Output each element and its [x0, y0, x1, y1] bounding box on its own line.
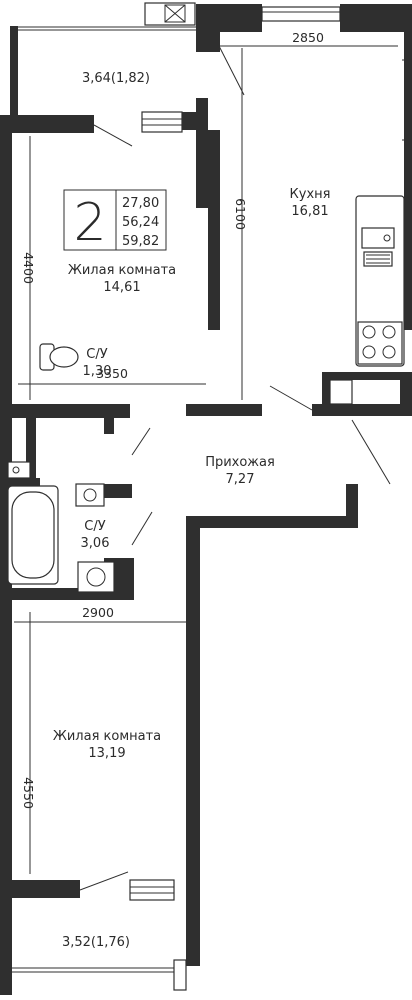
living1-name: Жилая комната [68, 263, 176, 278]
summary-box: 2 27,80 56,24 59,82 [63, 189, 167, 253]
living1-area: 14,61 [103, 280, 140, 295]
kitchen-name: Кухня [290, 187, 331, 202]
kitchen-area: 16,81 [291, 204, 328, 219]
area-living: 27,80 [122, 196, 159, 211]
living1-height-label: 4400 [21, 252, 36, 284]
kitchen-fixtures [355, 195, 405, 367]
area-total: 56,24 [122, 215, 159, 230]
kitchen-length-label: 6100 [233, 198, 248, 230]
bath-big-name: С/У [84, 519, 105, 534]
dimension-labels: 2850 6100 4400 3350 2900 4550 [21, 30, 324, 809]
area-total-with-balcony: 59,82 [122, 234, 159, 249]
living2-name: Жилая комната [53, 729, 161, 744]
bath-small-area: 1,30 [83, 364, 112, 379]
living2-area: 13,19 [88, 746, 125, 761]
living2-width-label: 2900 [82, 605, 114, 620]
room-labels: 3,64(1,82) Кухня 16,81 Жилая комната 14,… [53, 71, 331, 950]
bath-big-area: 3,06 [81, 536, 110, 551]
dimension-lines [14, 45, 398, 874]
balcony-top-area: 3,64(1,82) [82, 71, 150, 86]
rooms-count: 2 [73, 193, 106, 253]
hall-area: 7,27 [226, 472, 255, 487]
doors [79, 43, 391, 891]
living2-height-label: 4550 [21, 777, 36, 809]
kitchen-width-label: 2850 [292, 30, 324, 45]
bath-small-name: С/У [86, 347, 107, 362]
bathroom-fixtures [7, 343, 115, 593]
living1-width-label: 3350 [96, 366, 128, 381]
balcony-bottom-area: 3,52(1,76) [62, 935, 130, 950]
hall-name: Прихожая [205, 455, 275, 470]
